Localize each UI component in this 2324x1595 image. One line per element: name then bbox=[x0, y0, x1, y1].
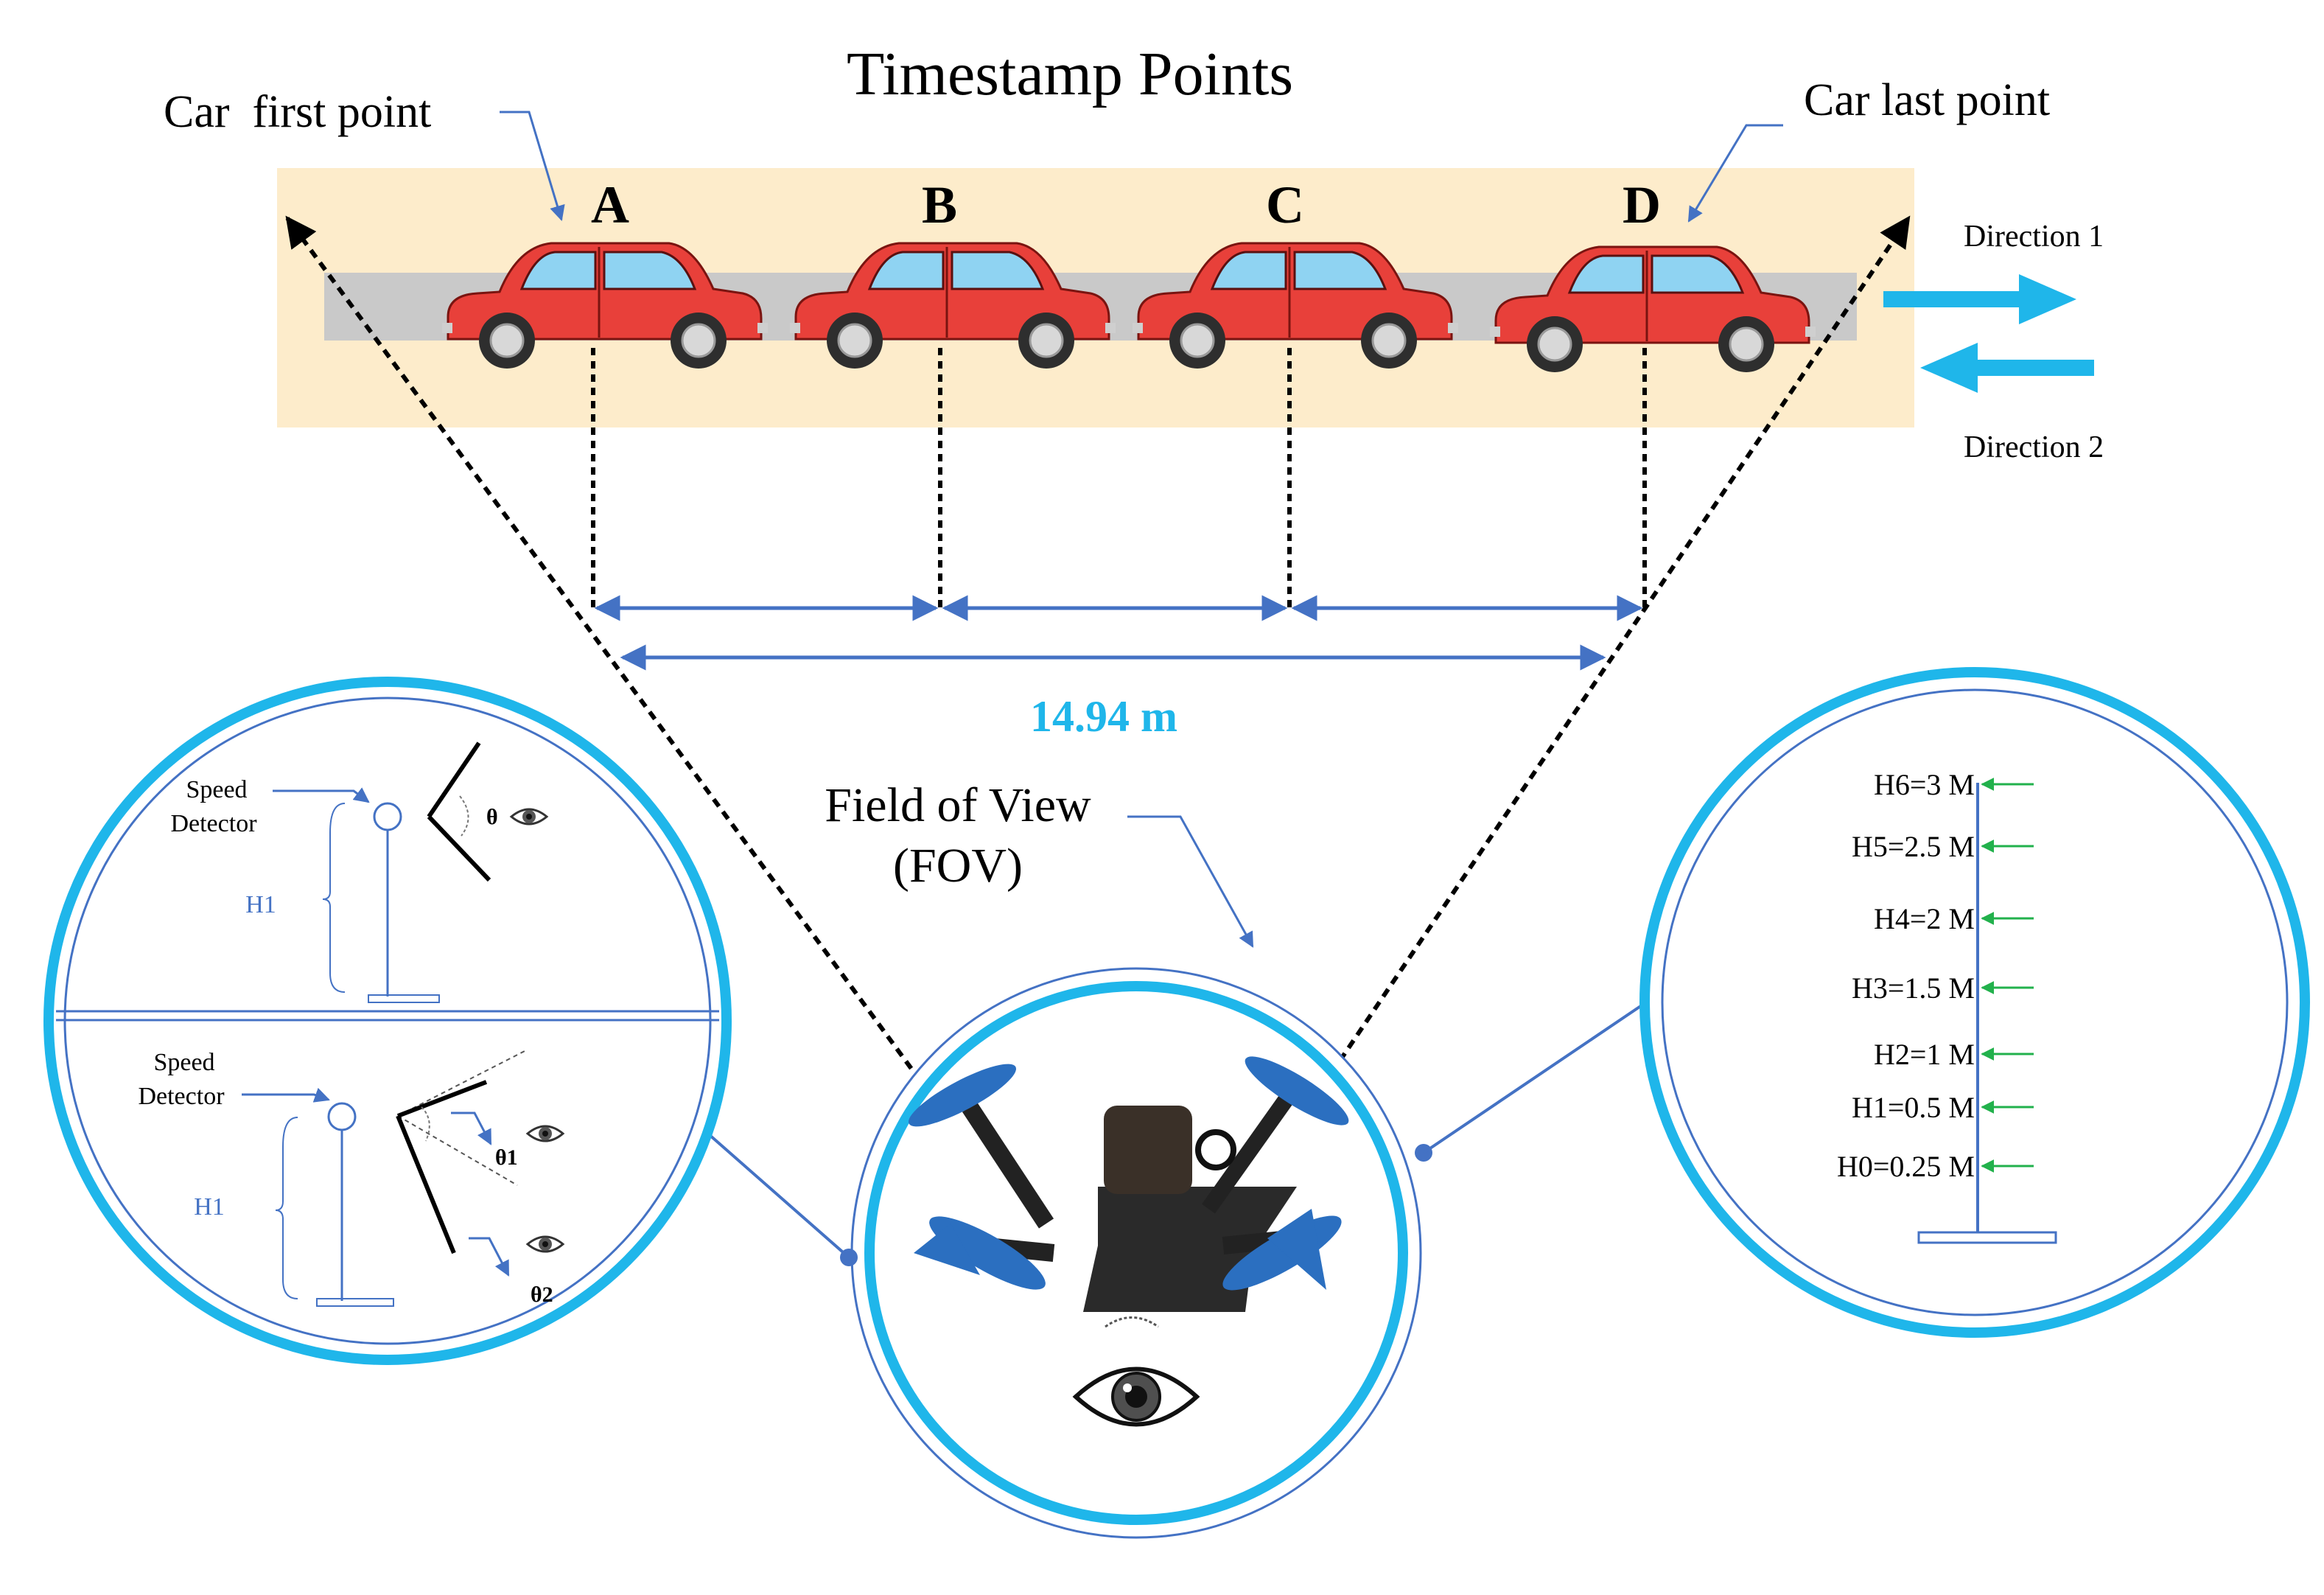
car-last-point-label: Car last point bbox=[1804, 75, 2050, 125]
timestamp-dropdown-lines bbox=[591, 348, 1647, 610]
fov-label-line2: (FOV) bbox=[893, 839, 1023, 893]
height-level-label: H3=1.5 M bbox=[1852, 971, 1975, 1005]
height-labels: H6=3 M H5=2.5 M H4=2 M H3=1.5 M H2=1 M H1=0.5… bbox=[1837, 768, 2034, 1183]
height-levels-inset: H6=3 M H5=2.5 M H4=2 M H3=1.5 M H2=1 M H1=0.5… bbox=[1639, 667, 2310, 1338]
angle-label-theta2: θ2 bbox=[531, 1282, 553, 1307]
left-connector-line bbox=[701, 1128, 850, 1259]
height-level-label: H6=3 M bbox=[1874, 768, 1975, 801]
right-connector-line bbox=[1422, 1001, 1648, 1154]
car-first-point-label: Car first point bbox=[164, 87, 431, 137]
height-pole-base bbox=[1917, 1231, 2057, 1244]
fov-angle-arc bbox=[1105, 1316, 1159, 1328]
speed-detector-label-top-2: Detector bbox=[170, 810, 257, 837]
angle-label-theta: θ bbox=[486, 805, 498, 829]
direction-2-label: Direction 2 bbox=[1964, 430, 2104, 464]
segment-arrows bbox=[594, 595, 1643, 671]
height-label-bottom: H1 bbox=[194, 1193, 225, 1221]
point-label-d: D bbox=[1623, 175, 1661, 234]
point-label-a: A bbox=[591, 175, 629, 234]
distance-label: 14.94 m bbox=[1030, 692, 1177, 741]
drone-image bbox=[908, 1056, 1349, 1312]
car-first-point-pointer bbox=[500, 111, 565, 222]
height-level-label: H2=1 M bbox=[1874, 1038, 1975, 1071]
fov-pointer bbox=[1127, 815, 1254, 948]
height-level-label: H4=2 M bbox=[1874, 902, 1975, 935]
detector-dual-angle: Speed Detector H1 θ1 θ2 bbox=[138, 1049, 564, 1307]
height-level-label: H1=0.5 M bbox=[1852, 1091, 1975, 1124]
direction-1-label: Direction 1 bbox=[1964, 220, 2104, 254]
height-level-label: H5=2.5 M bbox=[1852, 830, 1975, 863]
height-label-top: H1 bbox=[245, 891, 276, 918]
direction-2-arrow bbox=[1920, 343, 2094, 393]
eye-icon bbox=[1072, 1367, 1200, 1427]
diagram-title: Timestamp Points bbox=[847, 40, 1293, 108]
speed-detector-inset: Speed Detector H1 θ Speed Detector H1 bbox=[43, 677, 732, 1365]
drone-inset bbox=[840, 967, 1432, 1539]
speed-detector-label-bottom-1: Speed bbox=[153, 1049, 214, 1076]
point-label-c: C bbox=[1266, 175, 1304, 234]
angle-label-theta1: θ1 bbox=[495, 1145, 518, 1170]
detector-single-angle: Speed Detector H1 θ bbox=[170, 741, 548, 1003]
height-level-label: H0=0.25 M bbox=[1837, 1150, 1975, 1183]
direction-1-arrow bbox=[1883, 274, 2076, 324]
speed-detector-label-top-1: Speed bbox=[186, 776, 247, 803]
point-label-b: B bbox=[922, 175, 957, 234]
speed-detector-label-bottom-2: Detector bbox=[138, 1083, 225, 1110]
car-last-point-pointer bbox=[1687, 124, 1783, 223]
fov-label-line1: Field of View bbox=[825, 778, 1091, 832]
